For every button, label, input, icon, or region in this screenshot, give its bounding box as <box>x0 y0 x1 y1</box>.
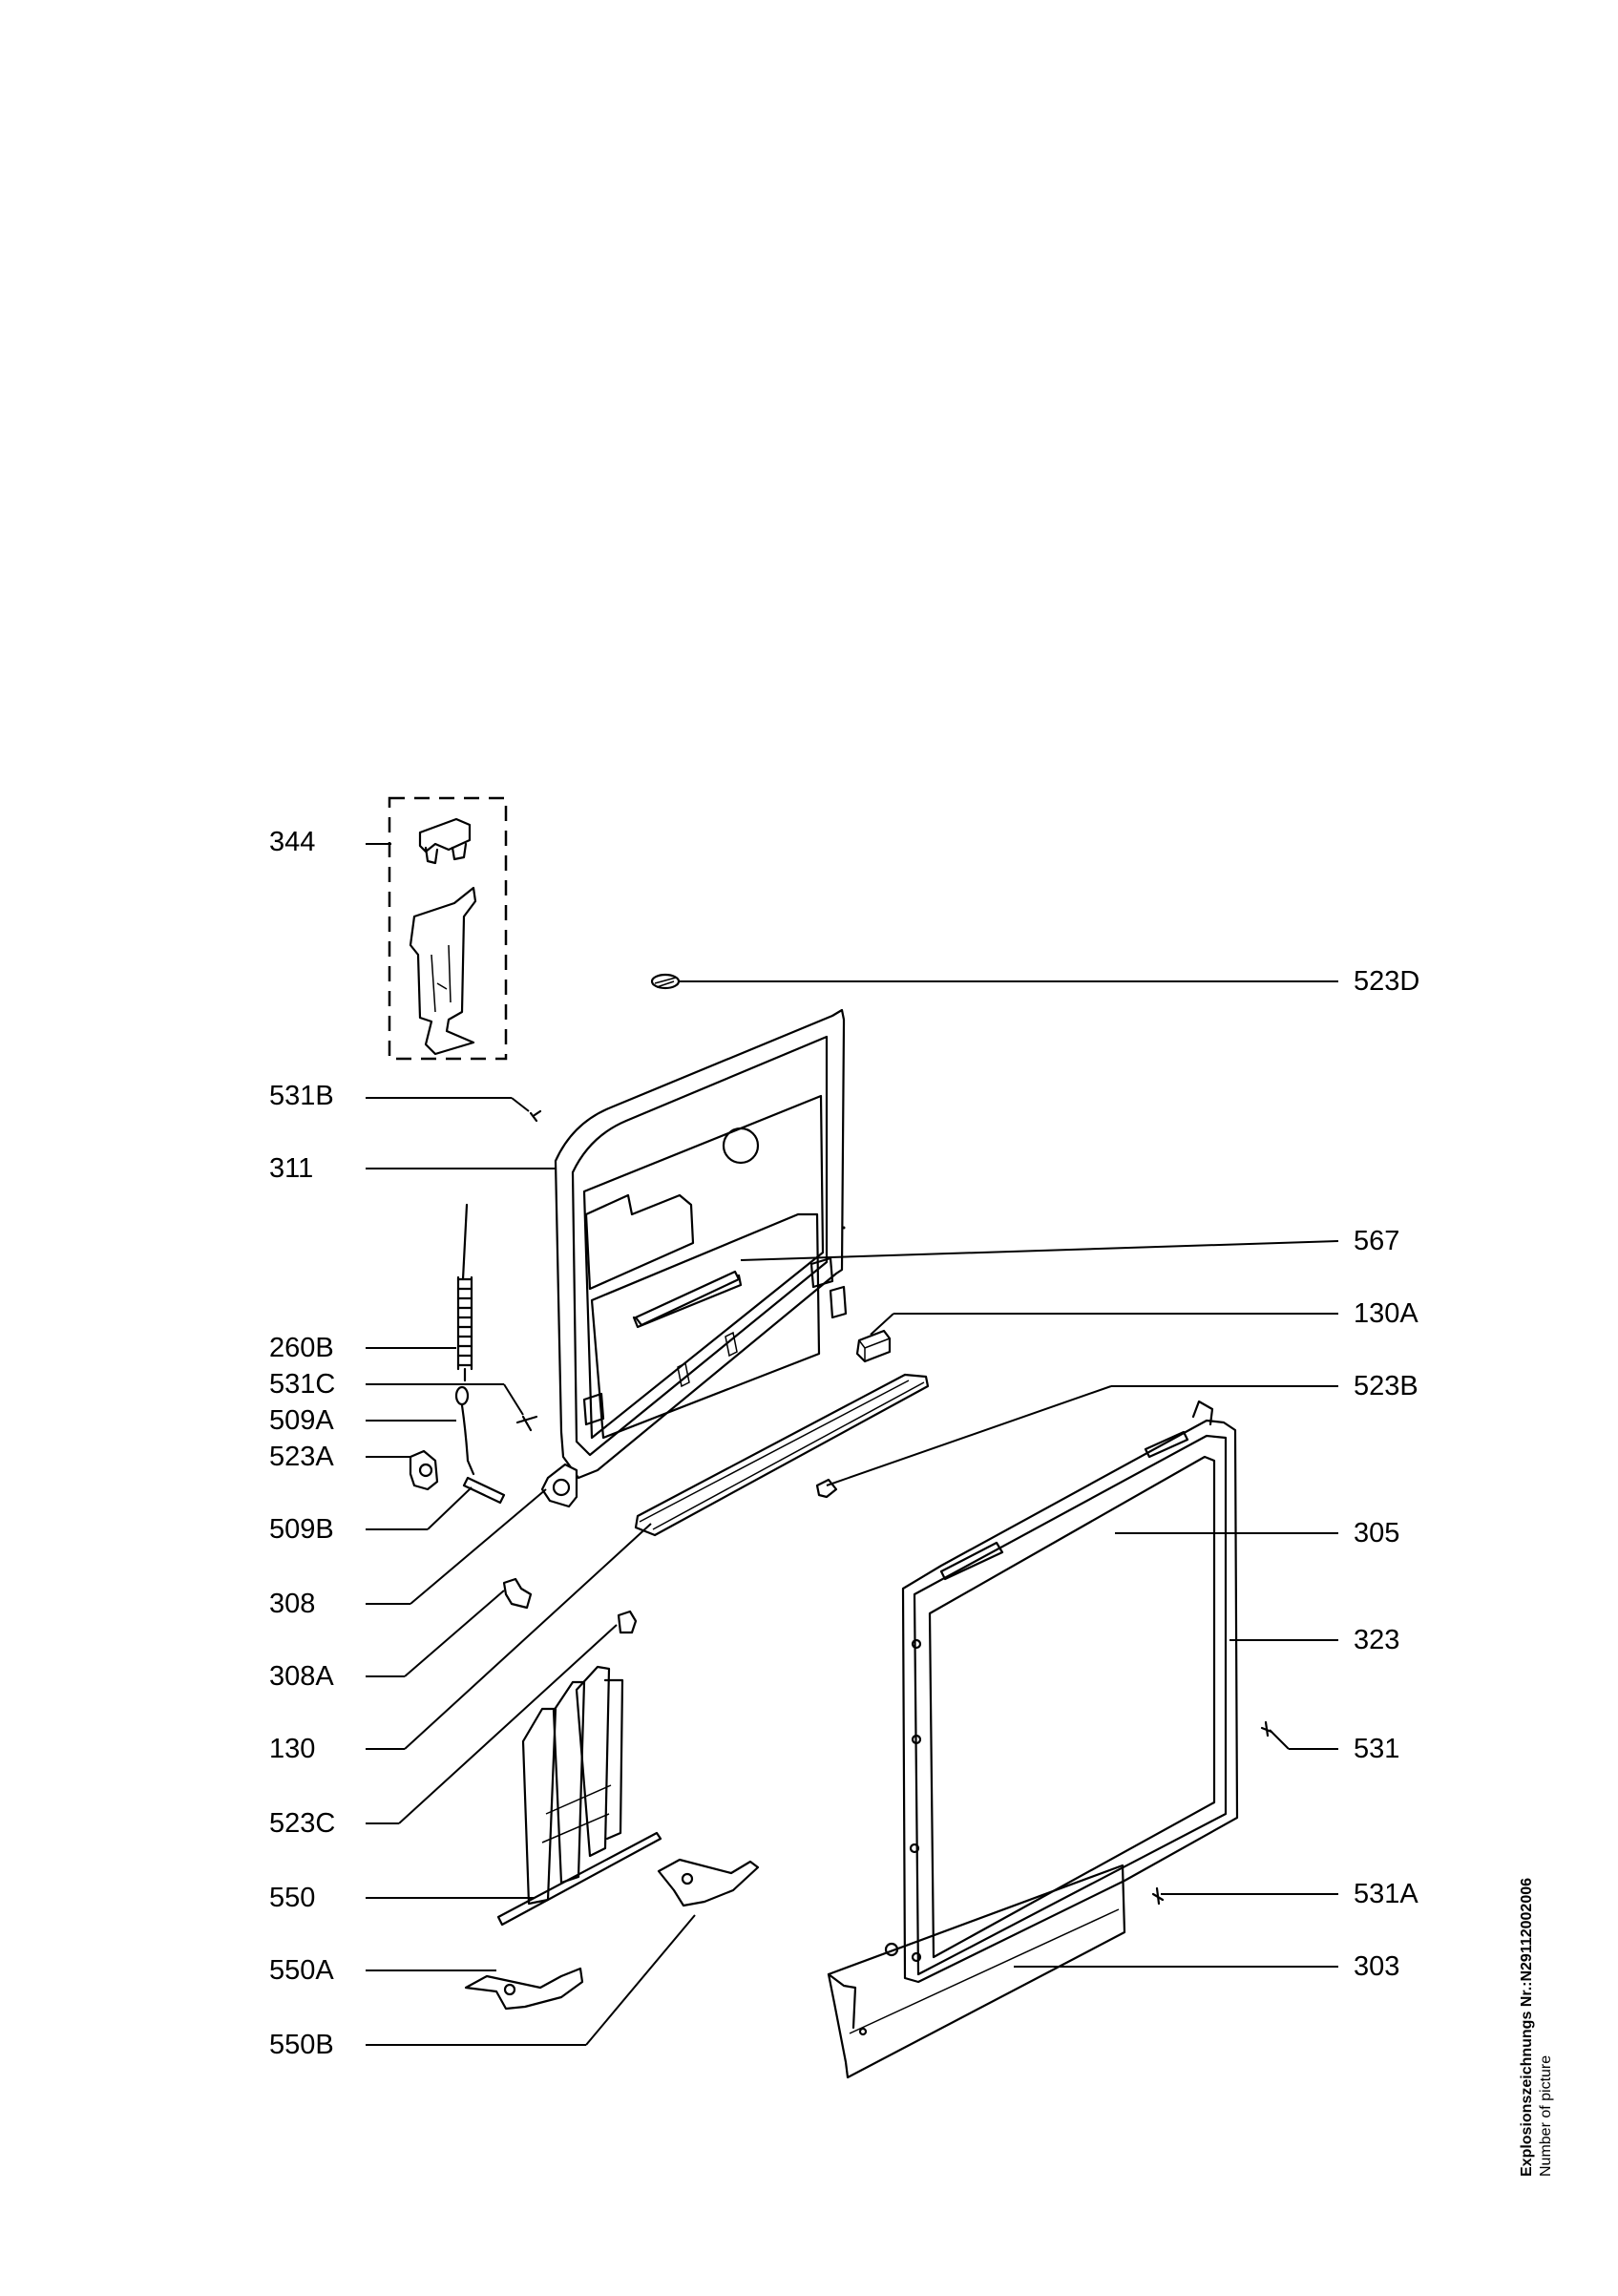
label-130: 130 <box>269 1734 316 1764</box>
leader-531B-b <box>511 1097 530 1112</box>
part-531C-screw <box>515 1415 538 1432</box>
part-509A-cable <box>454 1385 475 1476</box>
leader-130A-a <box>870 1313 894 1336</box>
label-523A: 523A <box>269 1442 334 1472</box>
leader-509B-b <box>427 1486 473 1530</box>
label-260B: 260B <box>269 1333 334 1363</box>
label-308: 308 <box>269 1589 316 1619</box>
part-523C-clip <box>617 1610 638 1634</box>
part-550-support <box>496 1665 662 1927</box>
part-550B-slide <box>657 1858 760 1907</box>
leader-130-b <box>404 1523 652 1750</box>
label-523B: 523B <box>1354 1371 1418 1401</box>
label-323: 323 <box>1354 1625 1400 1655</box>
part-509B-rod <box>462 1476 506 1505</box>
part-550A-slide <box>464 1967 584 2011</box>
part-344-hinge-assembly <box>388 796 508 1061</box>
part-130-strip <box>634 1373 930 1537</box>
part-567-rail <box>632 1274 743 1329</box>
label-509B: 509B <box>269 1514 334 1545</box>
leader-523C-b <box>398 1624 618 1824</box>
part-523A-pulley <box>409 1449 439 1491</box>
mark-dot <box>842 1226 846 1230</box>
leader-531C-b <box>503 1383 524 1416</box>
label-531: 531 <box>1354 1734 1400 1764</box>
leader-308-b <box>410 1488 547 1605</box>
label-305: 305 <box>1354 1518 1400 1548</box>
part-260B-spring <box>456 1203 473 1382</box>
label-550B: 550B <box>269 2030 334 2060</box>
label-130A: 130A <box>1354 1298 1418 1329</box>
label-550: 550 <box>269 1883 316 1913</box>
leader-567 <box>740 1240 1339 1261</box>
label-567: 567 <box>1354 1226 1400 1256</box>
part-523D-clip <box>650 973 681 990</box>
label-509A: 509A <box>269 1405 334 1436</box>
label-531B: 531B <box>269 1081 334 1111</box>
label-523C: 523C <box>269 1808 336 1839</box>
part-130A-block <box>855 1329 892 1363</box>
part-531A-screw <box>1151 1886 1165 1906</box>
part-303-kickplate <box>827 1864 1126 2079</box>
label-344: 344 <box>269 827 316 857</box>
leader-531-a <box>1269 1729 1290 1750</box>
label-531A: 531A <box>1354 1879 1418 1909</box>
drawing-number-block: Explosionszeichnungs Nr.:N29112002006 Nu… <box>1518 1878 1556 2177</box>
drawing-number: Explosionszeichnungs Nr.:N29112002006 <box>1519 1877 1535 2177</box>
part-323-outer-door <box>901 1400 1239 1984</box>
label-523D: 523D <box>1354 966 1420 997</box>
leader-308A-b <box>404 1590 505 1677</box>
leader-550B-b <box>585 1914 696 2046</box>
part-531B-screw <box>529 1109 542 1123</box>
label-308A: 308A <box>269 1661 334 1692</box>
label-311: 311 <box>269 1153 314 1184</box>
part-311-inner-door <box>540 1008 848 1508</box>
picture-caption: Number of picture <box>1538 2054 1554 2177</box>
leader-523B-a <box>826 1385 1112 1486</box>
label-303: 303 <box>1354 1951 1400 1982</box>
label-550A: 550A <box>269 1955 334 1986</box>
part-531-screw <box>1260 1720 1273 1738</box>
part-308A-bracket <box>502 1577 533 1610</box>
label-531C: 531C <box>269 1369 336 1400</box>
